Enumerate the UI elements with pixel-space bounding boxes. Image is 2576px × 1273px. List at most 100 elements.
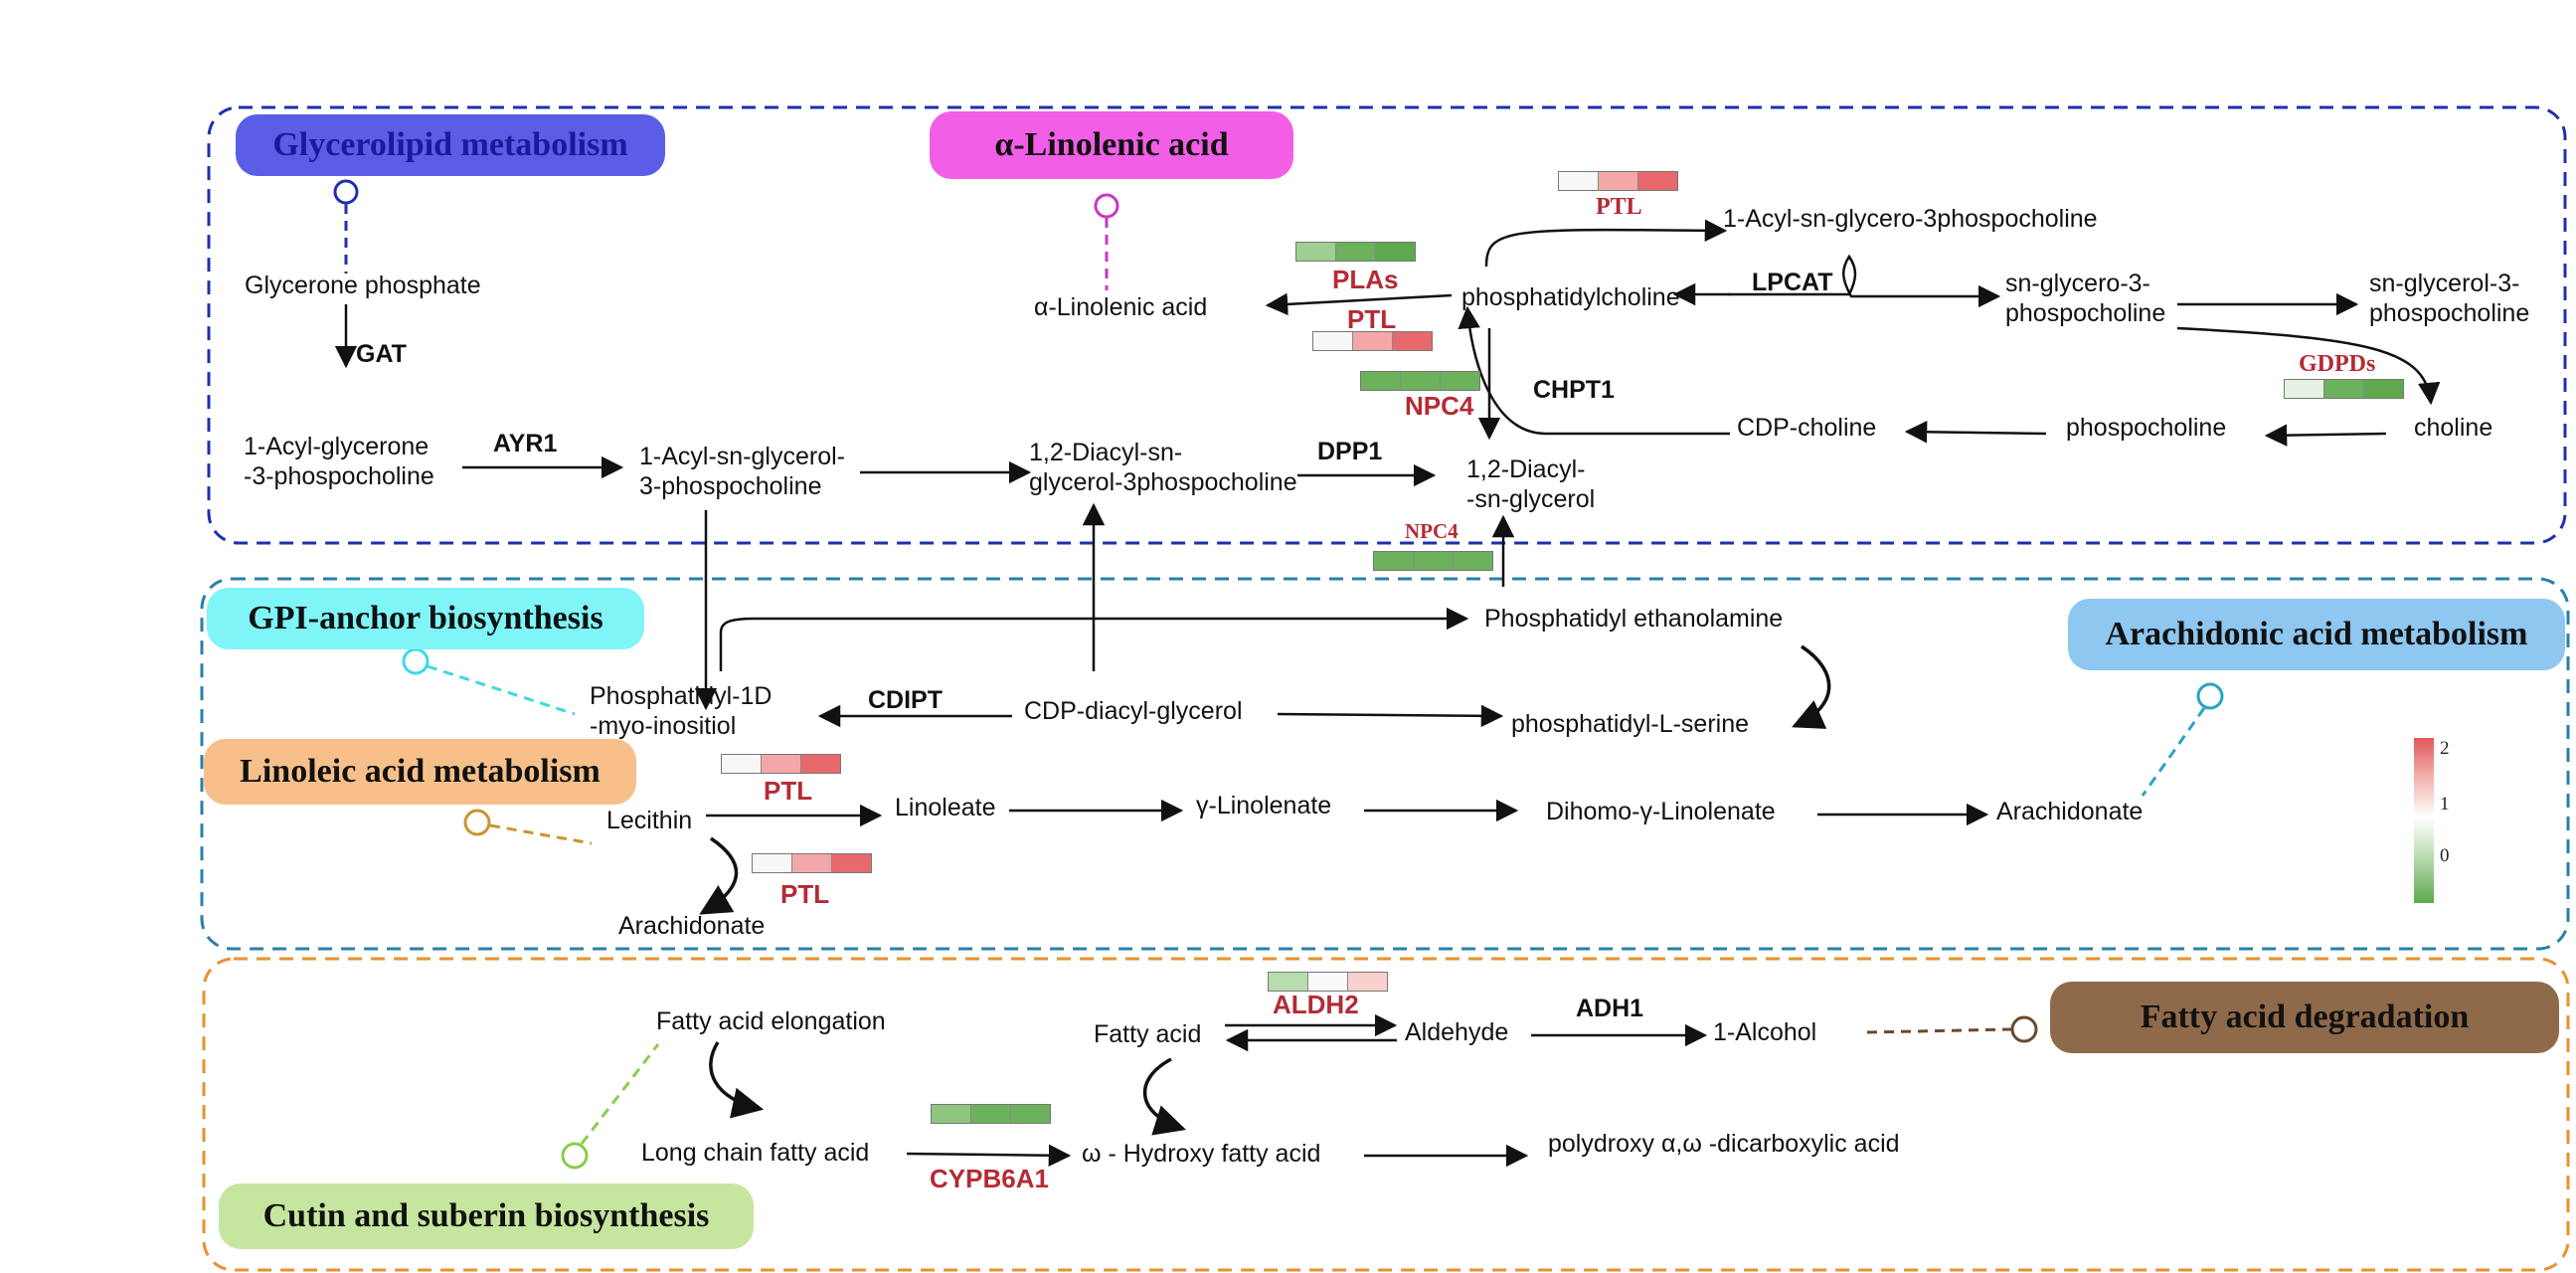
heatmap-cell-3 xyxy=(1393,332,1432,350)
heatmap-cell-2 xyxy=(2324,380,2364,398)
heatmap-cell-2 xyxy=(1414,552,1454,570)
heatmap-cell-1 xyxy=(1269,973,1308,991)
heatmap-cell-2 xyxy=(1353,332,1393,350)
enzyme-cdipt: CDIPT xyxy=(868,686,943,714)
gpi-anchor-node xyxy=(402,647,429,675)
fatty-acid: Fatty acid xyxy=(1094,1020,1202,1048)
heatmap-cell-3 xyxy=(1376,243,1415,261)
sn-glycero-3-phospocholine: sn-glycero-3- phospocholine xyxy=(2005,270,2166,327)
alpha-linolenic-acid: α-Linolenic acid xyxy=(1034,293,1208,321)
enzyme-npc4-top: NPC4 xyxy=(1405,391,1474,421)
long-chain-fatty-acid: Long chain fatty acid xyxy=(641,1139,870,1167)
lipid-metabolism-box xyxy=(200,577,2570,951)
enzyme-aldh2: ALDH2 xyxy=(1273,990,1359,1019)
heatmap-cell-2 xyxy=(1336,243,1376,261)
acyl-sn-glycero-3phospocholine: 1-Acyl-sn-glycero-3phospocholine xyxy=(1723,205,2098,233)
enzyme-gat: GAT xyxy=(356,340,407,368)
enzyme-adh1: ADH1 xyxy=(1576,995,1644,1022)
arachidonic-node xyxy=(2196,682,2224,710)
heatmap-ptl-linoleic-2 xyxy=(752,853,872,873)
heatmap-cypb6a1 xyxy=(931,1104,1051,1124)
cdp-diacyl-glycerol: CDP-diacyl-glycerol xyxy=(1024,697,1243,725)
heatmap-cell-3 xyxy=(1348,973,1387,991)
enzyme-dpp1: DPP1 xyxy=(1317,438,1383,465)
heatmap-cell-1 xyxy=(1296,243,1336,261)
pathway-alpha-linolenic: α-Linolenic acid xyxy=(930,111,1293,179)
linoleic-node xyxy=(463,809,491,836)
heatmap-cell-2 xyxy=(1599,172,1638,190)
enzyme-cypb6a1: CYPB6A1 xyxy=(930,1164,1049,1193)
pathway-gpi-anchor: GPI-anchor biosynthesis xyxy=(207,588,644,649)
enzyme-ptl-mid: PTL xyxy=(1347,304,1397,334)
heatmap-cell-1 xyxy=(932,1105,971,1123)
pathway-cutin-suberin: Cutin and suberin biosynthesis xyxy=(219,1183,754,1249)
heatmap-ptl-mid xyxy=(1312,331,1433,351)
enzyme-npc4-bottom: NPC4 xyxy=(1405,519,1459,543)
enzyme-ptl-top: PTL xyxy=(1596,194,1642,220)
glycerolipid-node xyxy=(333,179,359,205)
heatmap-cell-3 xyxy=(1638,172,1677,190)
phosphatidyl-myo-inositiol: Phosphatidyl-1D -myo-inositiol xyxy=(590,682,773,740)
heatmap-gdpds xyxy=(2284,379,2404,399)
phosphatidyl-l-serine: phosphatidyl-L-serine xyxy=(1511,710,1750,738)
acyl-sn-glycerol-phospocholine: 1-Acyl-sn-glycerol- 3-phospocholine xyxy=(639,443,845,500)
heatmap-cell-2 xyxy=(792,854,832,872)
pathway-fatty-acid-degradation: Fatty acid degradation xyxy=(2050,982,2559,1053)
linoleate: Linoleate xyxy=(895,794,996,821)
sn-glycerol-3-phospocholine: sn-glycerol-3- phospocholine xyxy=(2369,270,2530,327)
legend-tick-2: 2 xyxy=(2440,738,2450,759)
heatmap-cell-1 xyxy=(1559,172,1599,190)
heatmap-cell-1 xyxy=(753,854,792,872)
pathway-linoleic: Linoleic acid metabolism xyxy=(204,739,636,805)
glycerolipid-box xyxy=(207,105,2567,545)
heatmap-cell-3 xyxy=(2364,380,2403,398)
fatty-acid-elongation: Fatty acid elongation xyxy=(656,1007,886,1035)
heatmap-plas xyxy=(1295,242,1416,262)
pathway-glycerolipid: Glycerolipid metabolism xyxy=(236,114,665,176)
heatmap-cell-1 xyxy=(2285,380,2324,398)
legend-tick-0: 0 xyxy=(2440,845,2450,866)
arachidonate-right: Arachidonate xyxy=(1996,798,2144,825)
phospocholine: phospocholine xyxy=(2066,414,2227,442)
heatmap-cell-3 xyxy=(801,755,840,773)
heatmap-cell-2 xyxy=(762,755,801,773)
fatty-degradation-node xyxy=(2010,1015,2038,1043)
heatmap-cell-1 xyxy=(722,755,762,773)
heatmap-cell-1 xyxy=(1313,332,1353,350)
heatmap-aldh2 xyxy=(1268,972,1388,992)
gamma-linolenate: γ-Linolenate xyxy=(1196,792,1332,819)
acyl-glycerone-phospocholine: 1-Acyl-glycerone -3-phospocholine xyxy=(244,433,434,490)
lecithin: Lecithin xyxy=(606,807,693,834)
cutin-box xyxy=(202,957,2570,1272)
arachidonate-left: Arachidonate xyxy=(618,912,766,940)
dihomo-gamma-linolenate: Dihomo-γ-Linolenate xyxy=(1546,798,1776,825)
heatmap-cell-2 xyxy=(1401,372,1441,390)
enzyme-plas: PLAs xyxy=(1332,265,1399,294)
choline: choline xyxy=(2414,414,2493,442)
cdp-choline: CDP-choline xyxy=(1737,414,1877,442)
heatmap-cell-1 xyxy=(1361,372,1401,390)
heatmap-cell-3 xyxy=(1441,372,1479,390)
phosphatidylcholine: phosphatidylcholine xyxy=(1461,283,1680,311)
heatmap-cell-2 xyxy=(1308,973,1348,991)
aldehyde: Aldehyde xyxy=(1405,1018,1509,1046)
color-scale-legend xyxy=(2414,738,2434,903)
heatmap-ptl-linoleic-1 xyxy=(721,754,841,774)
pathway-arachidonic: Arachidonic acid metabolism xyxy=(2068,599,2565,670)
heatmap-npc4-bottom xyxy=(1373,551,1493,571)
heatmap-cell-3 xyxy=(1011,1105,1050,1123)
heatmap-ptl-top xyxy=(1558,171,1678,191)
heatmap-npc4-top xyxy=(1360,371,1480,391)
polydroxy-dicarboxylic-acid: polydroxy α,ω -dicarboxylic acid xyxy=(1548,1130,1900,1158)
enzyme-gdpds: GDPDs xyxy=(2299,351,2376,377)
enzyme-chpt1: CHPT1 xyxy=(1533,376,1615,404)
enzyme-ptl-linoleic-1: PTL xyxy=(764,776,813,806)
one-alcohol: 1-Alcohol xyxy=(1713,1018,1817,1046)
heatmap-cell-2 xyxy=(971,1105,1011,1123)
heatmap-cell-3 xyxy=(832,854,871,872)
diacyl-sn-glycerol: 1,2-Diacyl- -sn-glycerol xyxy=(1466,455,1596,513)
heatmap-cell-3 xyxy=(1454,552,1492,570)
glycerone-phosphate: Glycerone phosphate xyxy=(245,272,481,299)
